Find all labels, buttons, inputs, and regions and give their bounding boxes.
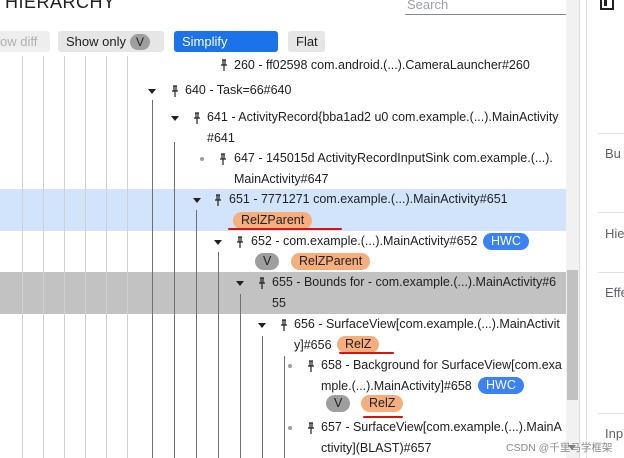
- watermark: CSDN @千里马学框架: [506, 442, 613, 454]
- hwc-chip: HWC: [478, 377, 524, 394]
- simplify-names-label: Simplify names: [182, 34, 228, 70]
- section-separator: [598, 212, 624, 213]
- tree-node-655[interactable]: 655 - Bounds for - com.example.(...).Mai…: [272, 275, 557, 289]
- tree-node-651[interactable]: 651 - 7771271 com.example.(...).MainActi…: [229, 192, 508, 206]
- tree-node-647-cont: MainActivity#647: [234, 172, 329, 186]
- indent-guide: [106, 56, 107, 458]
- show-diff-label: ow diff: [0, 34, 38, 49]
- right-section-label-3: Effe: [605, 285, 624, 300]
- indent-guide: [284, 356, 285, 458]
- expand-caret-icon[interactable]: [193, 198, 201, 203]
- relzparent-chip: RelZParent: [291, 253, 371, 270]
- indent-guide: [64, 56, 65, 458]
- flat-label: Flat: [296, 34, 318, 49]
- pin-icon[interactable]: [192, 112, 202, 125]
- relz-chip: RelZ: [361, 395, 404, 412]
- right-section-label-4: Inp: [605, 426, 624, 441]
- tree-node-641[interactable]: 641 - ActivityRecord{bba1ad2 u0 com.exam…: [207, 110, 559, 124]
- show-only-v-badge: V: [129, 34, 150, 50]
- right-section-label-1: Bu: [605, 146, 621, 161]
- expand-caret-icon[interactable]: [214, 240, 222, 245]
- tree-node-658[interactable]: 658 - Background for SurfaceView[com.exa: [321, 358, 562, 372]
- indent-guide: [240, 294, 241, 458]
- indent-guide: [262, 336, 263, 458]
- hierarchy-tree: 260 - ff02598 com.android.(...).CameraLa…: [0, 56, 566, 458]
- tree-node-656-cont: y]#656: [294, 338, 332, 352]
- v-chip: V: [326, 395, 351, 412]
- section-separator: [598, 272, 624, 273]
- pin-icon[interactable]: [170, 85, 180, 98]
- leaf-dot-icon: [200, 157, 204, 161]
- annotation-underline: [339, 352, 394, 354]
- leaf-dot-icon: [288, 364, 292, 368]
- pin-icon[interactable]: [219, 59, 229, 72]
- panel-divider: [586, 0, 587, 458]
- expand-caret-icon[interactable]: [171, 116, 179, 121]
- tree-node-640[interactable]: 640 - Task=66#640: [185, 83, 292, 97]
- tree-node-652[interactable]: 652 - com.example.(...).MainActivity#652: [251, 234, 478, 248]
- tree-node-655-cont: 55: [272, 296, 286, 310]
- scroll-down-arrow-icon[interactable]: [568, 445, 576, 450]
- tree-node-658-cont: mple.(...).MainActivity]#658: [321, 379, 472, 393]
- indent-guide: [127, 56, 128, 458]
- right-section-label-2: Hie: [605, 226, 624, 241]
- indent-guide: [196, 210, 197, 458]
- relz-chip: RelZ: [337, 336, 380, 353]
- panel-title: HIERARCHY: [5, 0, 116, 12]
- pin-icon[interactable]: [306, 422, 316, 435]
- flat-button[interactable]: Flat: [288, 31, 325, 52]
- indent-guide: [152, 100, 153, 458]
- pin-icon[interactable]: [213, 194, 223, 207]
- indent-guide: [22, 56, 23, 458]
- pin-icon[interactable]: [218, 153, 228, 166]
- expand-caret-icon[interactable]: [258, 323, 266, 328]
- hovered-row-highlight: [0, 272, 566, 314]
- tree-node-657-cont: ctivity](BLAST)#657: [321, 441, 432, 455]
- annotation-underline: [228, 228, 342, 230]
- section-separator: [598, 133, 624, 134]
- relzparent-chip: RelZParent: [233, 212, 313, 229]
- show-diff-button[interactable]: ow diff: [0, 31, 50, 52]
- indent-guide: [85, 56, 86, 458]
- v-chip: V: [255, 253, 280, 270]
- panel-toggle-icon[interactable]: [599, 0, 615, 12]
- simplify-names-button[interactable]: Simplify names: [174, 31, 278, 70]
- expand-caret-icon[interactable]: [148, 89, 156, 94]
- hwc-chip: HWC: [483, 233, 529, 250]
- leaf-dot-icon: [288, 426, 292, 430]
- show-only-label: Show only: [66, 34, 126, 49]
- pin-icon[interactable]: [279, 319, 289, 332]
- search-input[interactable]: Search: [405, 0, 568, 15]
- tree-node-656[interactable]: 656 - SurfaceView[com.example.(...).Main…: [294, 317, 560, 331]
- section-separator: [598, 413, 624, 414]
- pin-icon[interactable]: [306, 360, 316, 373]
- pin-icon[interactable]: [235, 236, 245, 249]
- scrollbar-thumb[interactable]: [567, 270, 578, 400]
- indent-guide: [174, 142, 175, 458]
- search-placeholder: Search: [407, 0, 449, 12]
- expand-caret-icon[interactable]: [236, 281, 244, 286]
- panel-divider[interactable]: [579, 0, 580, 458]
- tree-node-657[interactable]: 657 - SurfaceView[com.example.(...).Main…: [321, 420, 562, 434]
- indent-guide: [43, 56, 44, 458]
- tree-node-641-cont: #641: [207, 131, 235, 145]
- tree-node-260[interactable]: 260 - ff02598 com.android.(...).CameraLa…: [234, 58, 530, 72]
- pin-icon[interactable]: [257, 277, 267, 290]
- annotation-underline: [363, 416, 403, 418]
- tree-node-647[interactable]: 647 - 145015d ActivityRecordInputSink co…: [234, 151, 553, 165]
- indent-guide: [218, 252, 219, 458]
